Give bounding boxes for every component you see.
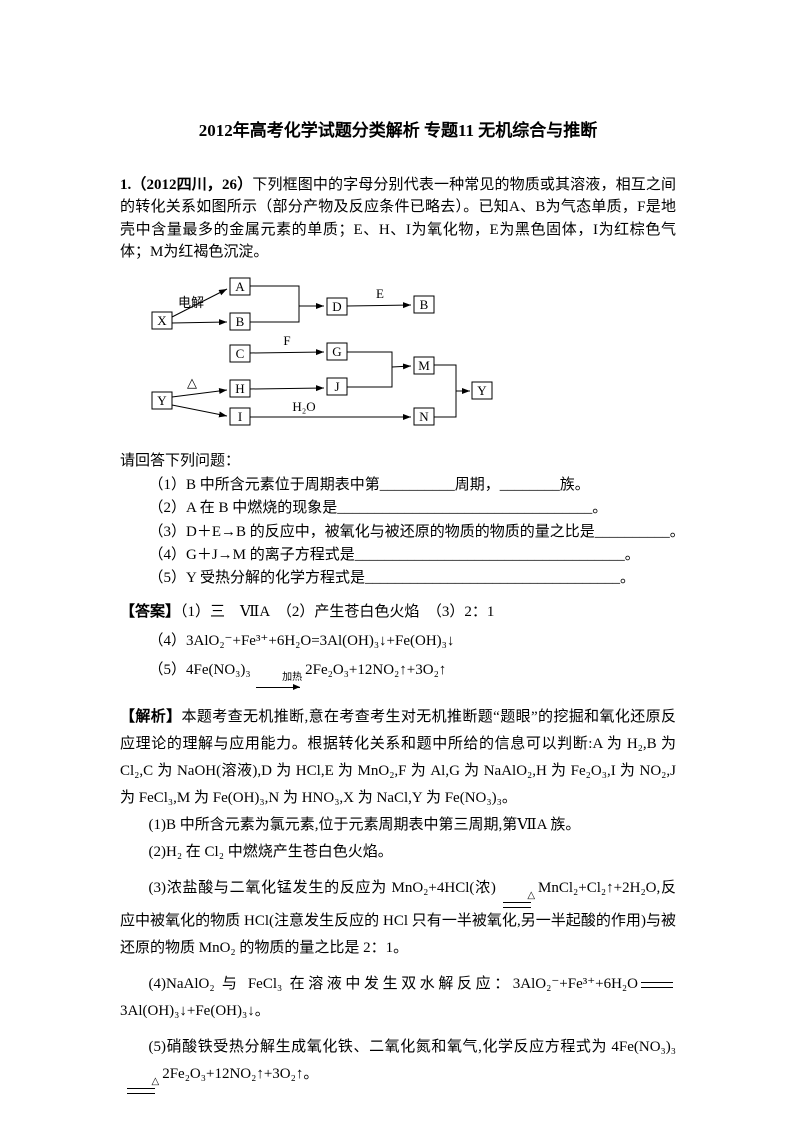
node-label-x: X: [157, 313, 167, 328]
analysis-4-pre: (4)NaAlO₂ 与 FeCl₃ 在溶液中发生双水解反应：3AlO₂⁻+Fe³…: [148, 976, 639, 993]
equation-equals-icon: [641, 981, 673, 988]
arrow-x-to-b: [171, 318, 228, 325]
node-label-g: G: [332, 344, 341, 359]
subquestion-5: （5）Y 受热分解的化学方程式是________________________…: [148, 570, 636, 586]
equation-equals-icon: [502, 902, 531, 909]
answer-line-1: 【答案】（1）三 ⅦA （2）产生苍白色火焰 （3）2：1: [120, 600, 676, 624]
electrolysis-label: 电解: [178, 295, 204, 310]
analysis-intro: 【解析】本题考查无机推断,意在考查考生对无机推断题“题眼”的挖掘和氧化还原反应理…: [120, 704, 676, 812]
node-box-c: [229, 344, 251, 362]
label-f: F: [283, 333, 290, 348]
join-a-b: [250, 285, 300, 322]
reaction-flowchart: X A B D B C G Y H I J M N Y 电解 E F △ H₂O: [144, 272, 676, 442]
node-box-m: [413, 356, 435, 374]
node-box-h: [229, 379, 251, 397]
analysis-4-post: 3Al(OH)₃↓+Fe(OH)₃↓。: [120, 1003, 270, 1020]
node-label-a: A: [235, 279, 245, 294]
subquestion-1: （1）B 中所含元素位于周期表中第__________周期，________族。: [148, 477, 590, 493]
node-label-j: J: [334, 379, 339, 394]
question-number: 1.（2012四川，26）: [120, 176, 253, 193]
arrow-gj-to-m: [391, 362, 412, 369]
node-box-b: [229, 312, 251, 330]
arrow-x-to-a: [171, 288, 228, 317]
analysis-label: 【解析】: [120, 709, 182, 726]
flowchart-node-letters: X A B D B C G Y H I J M N Y: [157, 279, 487, 424]
join-g-j: [347, 351, 393, 387]
analysis-intro-text: 本题考查无机推断,意在考查考生对无机推断题“题眼”的挖掘和氧化还原反应理论的理解…: [120, 709, 676, 807]
node-label-d: D: [332, 299, 341, 314]
analysis-section: 【解析】本题考查无机推断,意在考查考生对无机推断题“题眼”的挖掘和氧化还原反应理…: [120, 704, 677, 1095]
node-box-b2: [413, 295, 435, 313]
node-box-n: [413, 407, 435, 425]
answer-label: 【答案】: [120, 604, 181, 621]
flowchart-condition-labels: 电解 E F △ H₂O: [178, 286, 384, 414]
node-box-y1: [151, 391, 173, 409]
node-box-i: [229, 407, 251, 425]
node-label-y2: Y: [477, 383, 487, 398]
subquestion-4: （4）G＋J→M 的离子方程式是________________________…: [148, 546, 640, 563]
page-title: 2012年高考化学试题分类解析 专题11 无机综合与推断: [198, 121, 598, 140]
question-intro: 1.（2012四川，26）下列框图中的字母分别代表一种常见的物质或其溶液，相互之…: [120, 174, 676, 264]
delta-equals-sign: △: [499, 890, 536, 909]
arrow-c-to-g: [249, 348, 325, 355]
flowchart-boxes: [151, 277, 493, 425]
answer-5-reactant: （5）4Fe(NO₃)₃: [148, 662, 251, 679]
answer-5-products: 2Fe₂O₃+12NO₂↑+3O₂↑: [305, 662, 447, 679]
question-body: 下列框图中的字母分别代表一种常见的物质或其溶液，相互之间的转化关系如图所示（部分…: [120, 176, 676, 261]
subquestion-2: （2）A 在 B 中燃烧的现象是________________________…: [148, 500, 608, 517]
flowchart-svg: X A B D B C G Y H I J M N Y 电解 E F △ H₂O: [151, 277, 493, 425]
answer-prompt: 请回答下列问题：: [120, 452, 241, 469]
analysis-point-2: (2)H₂ 在 Cl₂ 中燃烧产生苍白色火焰。: [148, 844, 393, 861]
analysis-5-pre: (5)硝酸铁受热分解生成氧化铁、二氧化氮和氧气,化学反应方程式为 4Fe(NO₃…: [148, 1039, 677, 1056]
heated-arrow: 加热: [254, 672, 303, 692]
node-label-h: H: [235, 381, 244, 396]
arrow-y-to-i: [171, 404, 228, 417]
delta-condition-label: △: [151, 1076, 160, 1088]
subquestion-3: （3）D＋E→B 的反应中，被氧化与被还原的物质的物质的量之比是________…: [148, 523, 677, 540]
arrow-y-to-h: [171, 387, 228, 397]
delta-label: △: [187, 375, 197, 390]
node-box-g: [326, 342, 348, 360]
equation-equals-icon: [127, 1088, 156, 1095]
flowchart-arrows: [171, 285, 470, 420]
answer-item-4: （4）3AlO₂⁻+Fe³⁺+6H₂O=3Al(OH)₃↓+Fe(OH)₃↓: [148, 633, 455, 650]
node-box-x: [151, 311, 173, 329]
arrow-d-to-b2: [346, 301, 412, 308]
node-label-c: C: [236, 346, 245, 361]
delta-equals-sign: △: [123, 1076, 160, 1095]
join-m-n: [434, 364, 457, 417]
analysis-point-1: (1)B 中所含元素为氯元素,位于元素周期表中第三周期,第ⅦA 族。: [148, 817, 581, 834]
node-box-d: [326, 297, 348, 315]
h2o-label: H₂O: [292, 399, 315, 414]
analysis-point-4: (4)NaAlO₂ 与 FeCl₃ 在溶液中发生双水解反应：3AlO₂⁻+Fe³…: [120, 971, 676, 1025]
answer-items-1-3: （1）三 ⅦA （2）产生苍白色火焰 （3）2：1: [180, 604, 495, 621]
reaction-arrow-icon: [255, 684, 300, 691]
node-box-a: [229, 277, 251, 295]
analysis-3-pre: (3)浓盐酸与二氧化锰发生的反应为 MnO₂+4HCl(浓): [148, 880, 496, 897]
analysis-5-post: 2Fe₂O₃+12NO₂↑+3O₂↑。: [162, 1066, 319, 1083]
node-label-n: N: [419, 409, 429, 424]
arrow-h-to-j: [249, 384, 325, 391]
node-label-b2: B: [420, 297, 429, 312]
analysis-point-3: (3)浓盐酸与二氧化锰发生的反应为 MnO₂+4HCl(浓) △MnCl₂+Cl₂…: [120, 875, 676, 962]
analysis-3-post: MnCl₂+Cl₂↑+2H₂O,反应中被氧化的物质 HCl(注意发生反应的 HC…: [120, 880, 676, 957]
node-label-y1: Y: [157, 393, 167, 408]
answer-section: 【答案】（1）三 ⅦA （2）产生苍白色火焰 （3）2：1 （4）3AlO₂⁻+…: [120, 600, 676, 692]
node-label-m: M: [418, 358, 430, 373]
label-e: E: [376, 286, 384, 301]
node-label-b: B: [236, 314, 245, 329]
node-label-i: I: [238, 409, 242, 424]
heat-condition-label: 加热: [282, 672, 303, 684]
node-box-y2: [471, 381, 493, 399]
subquestions: （1）B 中所含元素位于周期表中第__________周期，________族。…: [120, 474, 677, 590]
analysis-point-5: (5)硝酸铁受热分解生成氧化铁、二氧化氮和氧气,化学反应方程式为 4Fe(NO₃…: [120, 1034, 677, 1095]
delta-condition-label: △: [527, 890, 536, 902]
node-box-j: [326, 377, 348, 395]
